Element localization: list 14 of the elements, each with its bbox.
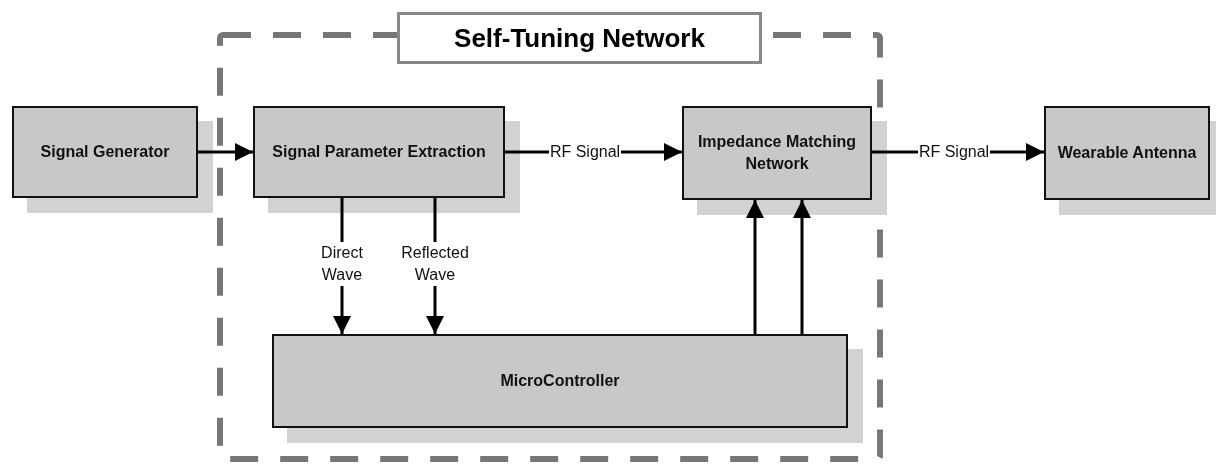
- arrow: [198, 143, 253, 161]
- box-label: Signal Generator: [40, 142, 170, 162]
- box-label: Wearable Antenna: [1057, 143, 1197, 163]
- process-box: [682, 106, 872, 200]
- process-box: [1044, 106, 1210, 200]
- arrow: [746, 200, 764, 334]
- group-title: Self-Tuning Network: [397, 12, 762, 64]
- arrow: [793, 200, 811, 334]
- process-box: [12, 106, 198, 198]
- box-label: Signal Parameter Extraction: [272, 142, 486, 162]
- box-label: Impedance Matching Network: [696, 132, 858, 174]
- process-box: [272, 334, 848, 428]
- process-box: [253, 106, 505, 198]
- box-label: MicroController: [500, 371, 620, 391]
